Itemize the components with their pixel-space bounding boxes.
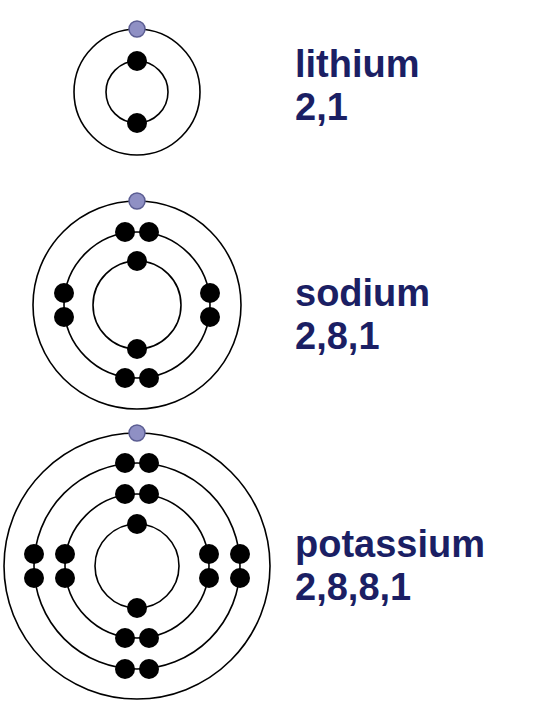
element-name: lithium <box>295 44 420 86</box>
shell-config: 2,1 <box>295 87 348 129</box>
shell-config: 2,8,1 <box>295 316 380 358</box>
outer-electrons <box>129 21 145 441</box>
element-name: sodium <box>295 273 430 315</box>
element-name: potassium <box>295 524 485 566</box>
electrons <box>24 51 250 679</box>
electron-shells <box>4 29 270 699</box>
shell-config: 2,8,8,1 <box>295 567 411 609</box>
